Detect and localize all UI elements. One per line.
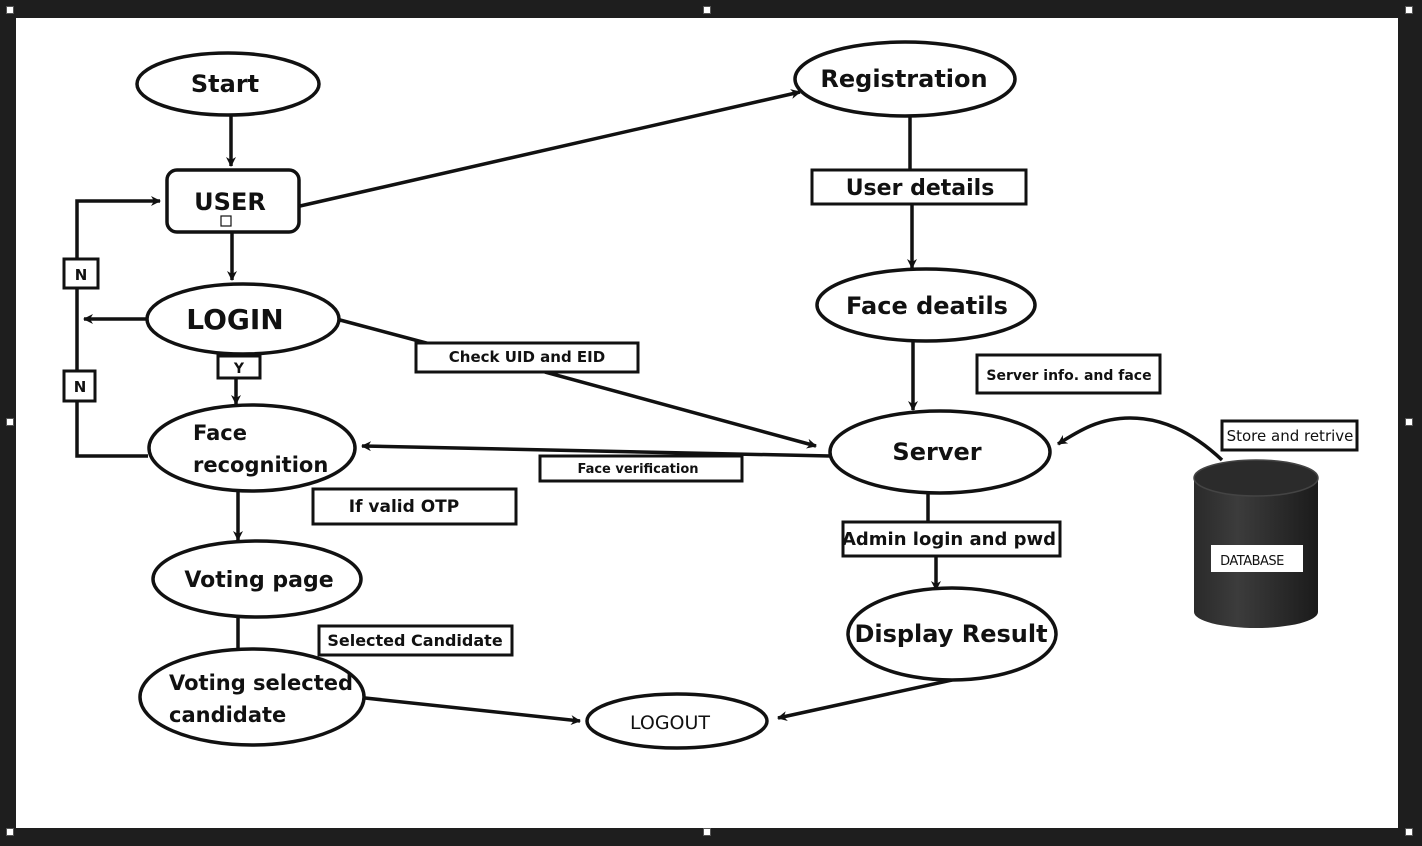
resize-handle-top[interactable] bbox=[703, 6, 711, 14]
resize-handle-top-left[interactable] bbox=[6, 6, 14, 14]
label-box-admin-login bbox=[841, 520, 1062, 558]
label-box-n-upper bbox=[62, 257, 100, 290]
node-face-recognition bbox=[147, 403, 357, 493]
label-admin-login: Admin login and pwd bbox=[842, 529, 1056, 550]
selection-handle[interactable] bbox=[220, 215, 232, 227]
node-voting-selected-label-1: Voting selected bbox=[169, 671, 353, 695]
label-box-selected-candidate bbox=[317, 624, 514, 657]
node-start-label: Start bbox=[191, 70, 259, 98]
node-registration bbox=[793, 40, 1017, 118]
node-registration-label: Registration bbox=[820, 65, 987, 93]
node-face-recognition-label-2: recognition bbox=[193, 453, 328, 477]
label-box-y bbox=[216, 354, 262, 380]
resize-handle-bottom-right[interactable] bbox=[1405, 828, 1413, 836]
edge-login-checkuid bbox=[339, 318, 431, 346]
node-voting-selected-label-2: candidate bbox=[169, 703, 286, 727]
label-valid-otp: If valid OTP bbox=[349, 497, 459, 517]
label-box-user-details bbox=[810, 168, 1028, 206]
label-n-lower: N bbox=[74, 378, 87, 396]
node-voting-selected bbox=[138, 647, 366, 747]
edge-checkuid-server bbox=[544, 370, 817, 449]
node-display-result-label: Display Result bbox=[854, 620, 1047, 648]
edge-selected-logout bbox=[364, 696, 581, 726]
label-check-uid: Check UID and EID bbox=[449, 348, 605, 366]
node-start bbox=[135, 51, 321, 117]
node-server bbox=[828, 409, 1052, 495]
database-top bbox=[1193, 459, 1319, 497]
node-face-recognition-label-1: Face bbox=[193, 421, 247, 445]
database-label-box bbox=[1211, 545, 1303, 572]
database-cylinder bbox=[1193, 459, 1319, 628]
label-y: Y bbox=[233, 361, 245, 377]
database-label: DATABASE bbox=[1220, 554, 1284, 569]
node-server-label: Server bbox=[892, 438, 981, 466]
label-store-retrive: Store and retrive bbox=[1227, 427, 1354, 445]
label-box-store-retrive bbox=[1220, 419, 1359, 452]
node-face-details-label: Face deatils bbox=[846, 292, 1008, 320]
label-box-check-uid bbox=[414, 341, 640, 374]
resize-handle-right[interactable] bbox=[1405, 418, 1413, 426]
label-selected-candidate: Selected Candidate bbox=[327, 631, 502, 650]
label-box-valid-otp bbox=[311, 487, 518, 526]
label-user-details: User details bbox=[846, 176, 995, 201]
label-box-server-info bbox=[975, 353, 1162, 395]
label-box-n-lower bbox=[62, 369, 97, 403]
node-logout-label: LOGOUT bbox=[630, 712, 710, 734]
label-n-upper: N bbox=[75, 266, 88, 284]
label-server-info: Server info. and face bbox=[986, 368, 1151, 384]
resize-handle-top-right[interactable] bbox=[1405, 6, 1413, 14]
label-box-face-verification bbox=[538, 454, 744, 483]
resize-handle-bottom[interactable] bbox=[703, 828, 711, 836]
node-login bbox=[145, 282, 341, 356]
node-display-result bbox=[846, 586, 1058, 682]
edge-display-logout bbox=[777, 678, 953, 721]
node-user-label: USER bbox=[194, 188, 266, 216]
node-voting-page bbox=[151, 539, 363, 619]
node-face-details bbox=[815, 267, 1037, 343]
label-face-verification: Face verification bbox=[577, 462, 698, 477]
edge-database-server bbox=[1057, 416, 1224, 462]
connectors bbox=[75, 89, 1224, 726]
node-user bbox=[165, 168, 301, 234]
edge-server-face bbox=[361, 441, 831, 458]
edge-user-registration bbox=[299, 89, 801, 208]
resize-handle-left[interactable] bbox=[6, 418, 14, 426]
node-voting-page-label: Voting page bbox=[184, 568, 333, 593]
node-login-label: LOGIN bbox=[186, 303, 283, 336]
resize-handle-bottom-left[interactable] bbox=[6, 828, 14, 836]
edge-face-back-to-user bbox=[75, 196, 161, 458]
node-logout bbox=[585, 692, 769, 750]
